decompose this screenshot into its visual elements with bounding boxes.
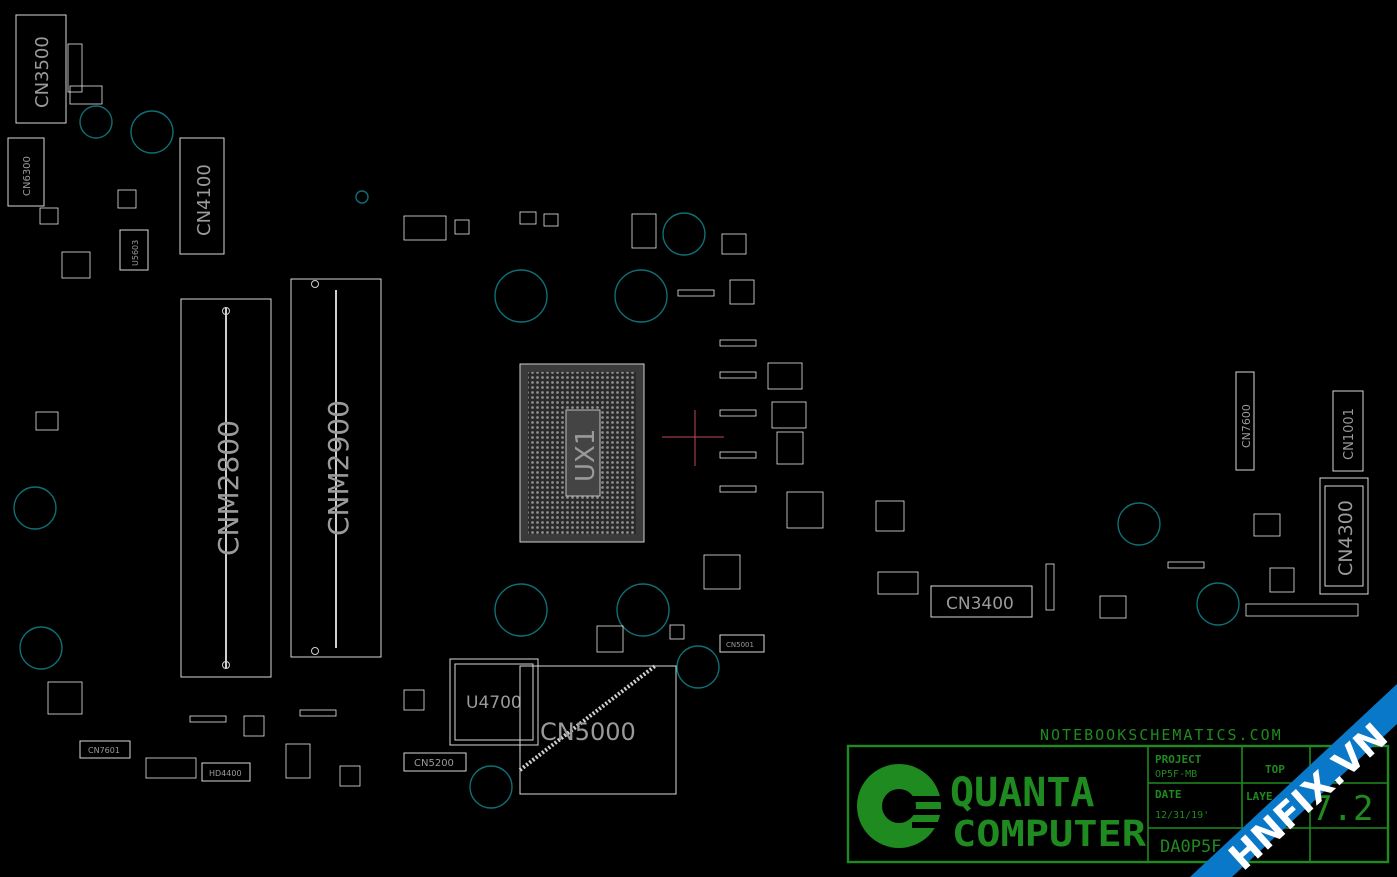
top-label: TOP	[1265, 763, 1285, 776]
cn5200-label: CN5200	[414, 758, 454, 769]
marker-cross	[662, 410, 724, 466]
u5603-label: U5603	[131, 240, 140, 266]
project-value: OP5F-MB	[1155, 769, 1197, 780]
ux1-label: UX1	[571, 429, 601, 482]
cn3400[interactable]: CN3400	[930, 585, 1033, 618]
cn5200[interactable]: CN5200	[403, 752, 467, 772]
logo-quanta: QUANTA	[950, 770, 1095, 816]
cn3400-label: CN3400	[946, 594, 1014, 614]
logo-computer: COMPUTER	[952, 814, 1146, 855]
cn1001-label: CN1001	[1342, 408, 1357, 460]
cn6300-label: CN6300	[22, 156, 33, 196]
cn5001[interactable]: CN5001	[719, 634, 765, 653]
hd4400-label: HD4400	[209, 769, 242, 778]
cn7601-label: CN7601	[88, 746, 120, 755]
hd4400[interactable]: HD4400	[201, 762, 251, 782]
revision: 7.2	[1312, 789, 1373, 829]
cn6300[interactable]: CN6300	[7, 137, 45, 207]
cn7600-label: CN7600	[1240, 404, 1253, 448]
cn3500-label: CN3500	[32, 36, 53, 108]
quanta-logo-icon	[857, 764, 952, 848]
small-components	[35, 189, 1359, 787]
cn4100[interactable]: CN4100	[179, 137, 225, 255]
mounting-holes	[13, 105, 1240, 809]
u4700-label: U4700	[466, 693, 522, 713]
site-url[interactable]: NOTEBOOKSCHEMATICS.COM	[1040, 726, 1283, 744]
date-label: DATE	[1155, 788, 1182, 801]
cnm2900[interactable]: CNM2900	[290, 278, 382, 658]
cn5000[interactable]: CN5000	[518, 664, 677, 795]
cnm2800-label: CNM2800	[212, 420, 245, 556]
u5603[interactable]: U5603	[119, 229, 149, 271]
date-value: 12/31/19'	[1155, 810, 1209, 821]
title-block: NOTEBOOKSCHEMATICS.COM QUANTA COMPUTER P…	[846, 726, 1390, 864]
cn4300-label: CN4300	[1335, 500, 1357, 576]
cn7600[interactable]: CN7600	[1235, 371, 1255, 471]
cn1001[interactable]: CN1001	[1332, 390, 1364, 472]
cnm2900-label: CNM2900	[322, 400, 355, 536]
cn7601[interactable]: CN7601	[79, 740, 131, 759]
cn4100-label: CN4100	[194, 164, 215, 236]
layer-label: LAYE	[1246, 790, 1273, 803]
cn5000-label: CN5000	[540, 718, 636, 746]
ux1-cpu[interactable]: UX1	[519, 363, 645, 543]
cn3500[interactable]: CN3500	[15, 14, 103, 124]
cn5001-label: CN5001	[726, 641, 754, 649]
project-label: PROJECT	[1155, 753, 1202, 766]
cnm2800[interactable]: CNM2800	[180, 298, 272, 678]
doc-number: DA0P5F	[1160, 837, 1221, 857]
u4700[interactable]: U4700	[449, 658, 539, 746]
cn4300[interactable]: CN4300	[1319, 477, 1369, 595]
